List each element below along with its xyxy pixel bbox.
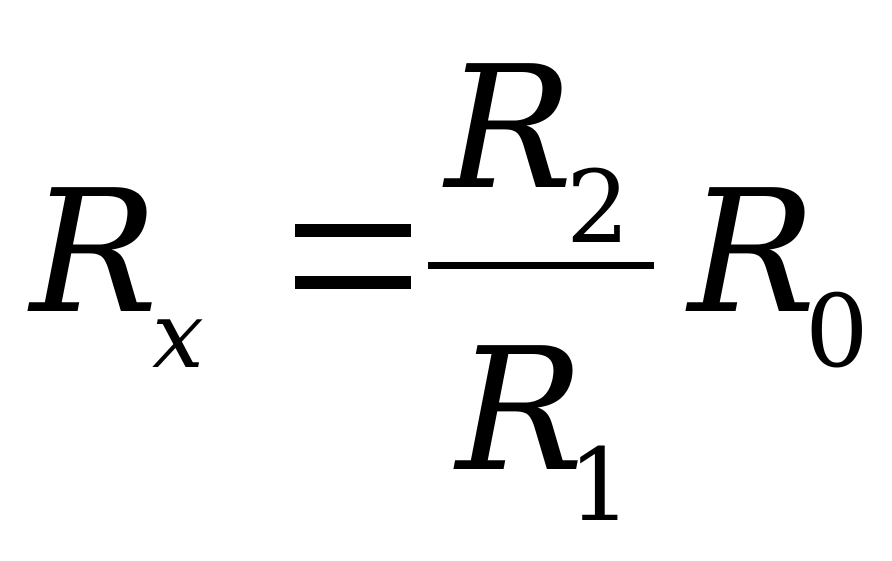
fraction-bar bbox=[428, 262, 654, 269]
numerator-subscript: 2 bbox=[566, 149, 630, 266]
lhs-subscript: x bbox=[152, 282, 204, 389]
equals-bar-top bbox=[295, 224, 411, 237]
numerator-symbol: R bbox=[445, 30, 573, 228]
equals-bar-bottom bbox=[295, 276, 411, 289]
lhs-symbol: R bbox=[30, 154, 158, 352]
denominator-symbol: R bbox=[456, 312, 584, 510]
denominator-subscript: 1 bbox=[568, 427, 632, 544]
factor-symbol: R bbox=[688, 154, 816, 352]
factor-subscript: 0 bbox=[805, 273, 869, 390]
